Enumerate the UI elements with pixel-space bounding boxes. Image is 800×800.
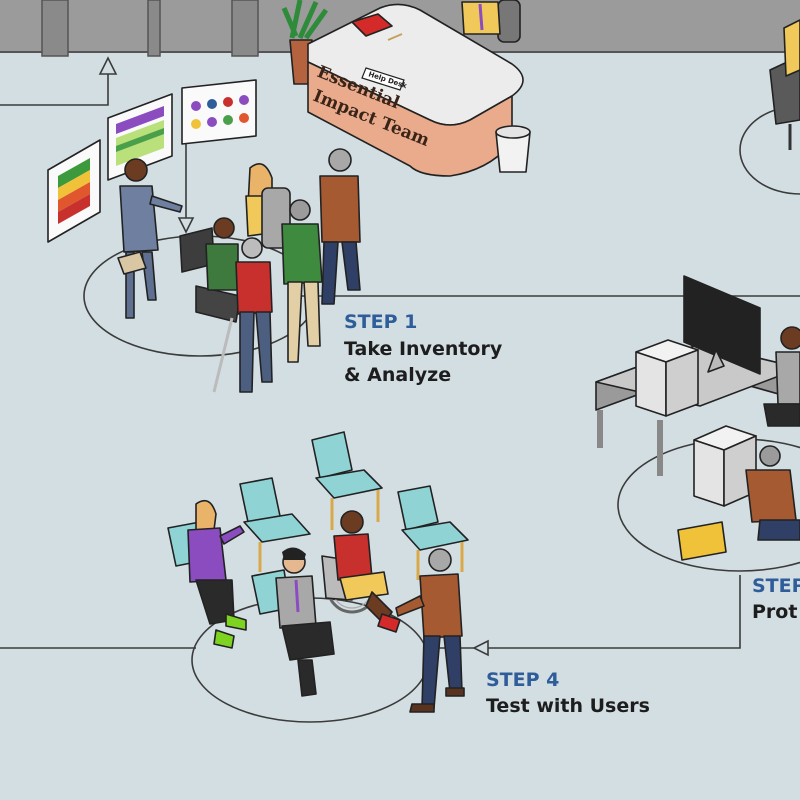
panel-dashboard [181,79,257,145]
participant-purple [187,499,247,649]
step-3-label: STEP Prot [752,575,800,623]
phone-icon [351,13,393,37]
chairs [167,431,469,615]
workstation [595,275,800,561]
receptionist [461,0,521,43]
analytics-panels [47,79,257,243]
monitor-icon [683,275,761,375]
presenter [117,158,183,319]
step-1-number: STEP 1 [344,311,417,333]
step-3-title: Prot [752,601,797,623]
step-3-number: STEP [752,575,800,597]
participant-tie [275,547,335,697]
reception-desk: Essential Impact Team Help Desk [281,0,531,177]
user-testing-group [167,431,469,713]
step-4-title: Test with Users [486,695,650,717]
toolbag-icon [677,521,727,561]
path-arrow-down [177,217,195,234]
path-arrow-up [98,56,118,75]
office-chair-right [769,19,800,150]
step-1-label: STEP 1 Take Inventory & Analyze [344,311,503,386]
panel-calendar [107,93,173,181]
participant-wheelchair [321,510,401,633]
panel-heatmap [47,139,101,243]
facilitator [395,548,465,713]
step-1-title-line2: & Analyze [344,364,451,386]
path-arrow-left [472,639,489,657]
step-4-number: STEP 4 [486,669,559,691]
step-1-title-line1: Take Inventory [344,338,503,360]
step-4-label: STEP 4 Test with Users [486,669,650,717]
step1-team [117,148,361,393]
